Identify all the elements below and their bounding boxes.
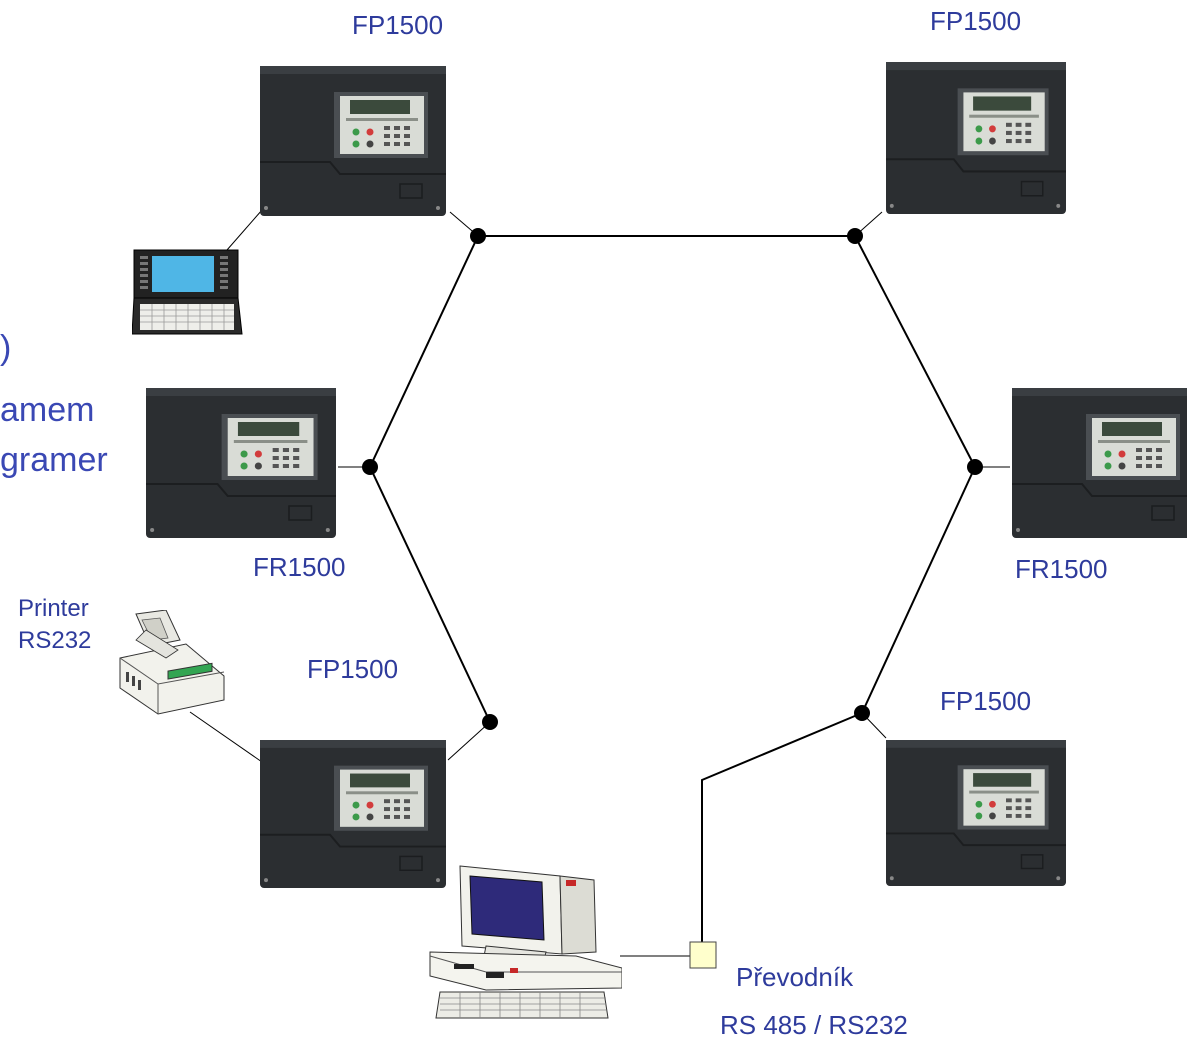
label-printer-line1: Printer: [18, 595, 89, 622]
panel-fp1500-top-left[interactable]: [260, 66, 446, 216]
label-bottom-right-panel: FP1500: [940, 686, 1032, 716]
node-dot: [967, 459, 983, 475]
panel-fr1500-mid-right[interactable]: [1012, 388, 1187, 538]
label-bottom-left-panel: FP1500: [307, 654, 399, 684]
printer-icon: [119, 610, 225, 715]
control-panel-icon: [886, 62, 1066, 214]
cut-text-line2: amem: [0, 391, 95, 429]
desktop-computer-icon: [429, 865, 622, 1019]
control-panel-icon: [1012, 388, 1187, 538]
converter-box: [689, 941, 717, 969]
control-panel-icon: [146, 388, 336, 538]
panel-fp1500-top-right[interactable]: [886, 62, 1066, 214]
label-mid-right-panel: FR1500: [1015, 554, 1108, 584]
control-panel-icon: [886, 740, 1066, 886]
label-top-left-panel: FP1500: [352, 10, 444, 40]
control-panel-icon: [260, 66, 446, 216]
ring-segment-lower-left: [369, 466, 491, 723]
node-dot: [847, 228, 863, 244]
laptop-link-line: [226, 209, 263, 251]
panel-fp1500-bottom-right[interactable]: [886, 740, 1066, 886]
cut-text-line1: ): [0, 329, 12, 367]
laptop-icon: [132, 249, 243, 335]
ring-segment-upper-left: [369, 235, 479, 468]
node-dot: [854, 705, 870, 721]
label-converter-line1: Převodník: [736, 962, 854, 992]
ring-segment-upper-right: [854, 235, 976, 468]
cut-text-line3: gramer: [0, 441, 108, 479]
panel-fp1500-bottom-left[interactable]: [260, 740, 446, 888]
desktop-pc[interactable]: [426, 860, 622, 1020]
control-panel-icon: [260, 740, 446, 888]
printer[interactable]: [106, 610, 230, 722]
converter-link-line: [690, 712, 863, 957]
stub-bottom-left: [447, 721, 491, 761]
laptop[interactable]: [132, 248, 244, 340]
label-printer-line2: RS232: [18, 627, 92, 654]
label-converter-line2: RS 485 / RS232: [720, 1010, 908, 1040]
node-dot: [482, 714, 498, 730]
node-dot: [470, 228, 486, 244]
printer-link-line: [189, 711, 263, 763]
label-mid-left-panel: FR1500: [253, 552, 346, 582]
ring-segment-lower-right: [861, 466, 976, 714]
label-top-right-panel: FP1500: [930, 6, 1022, 36]
panel-fr1500-mid-left[interactable]: [146, 388, 336, 538]
node-dot: [362, 459, 378, 475]
